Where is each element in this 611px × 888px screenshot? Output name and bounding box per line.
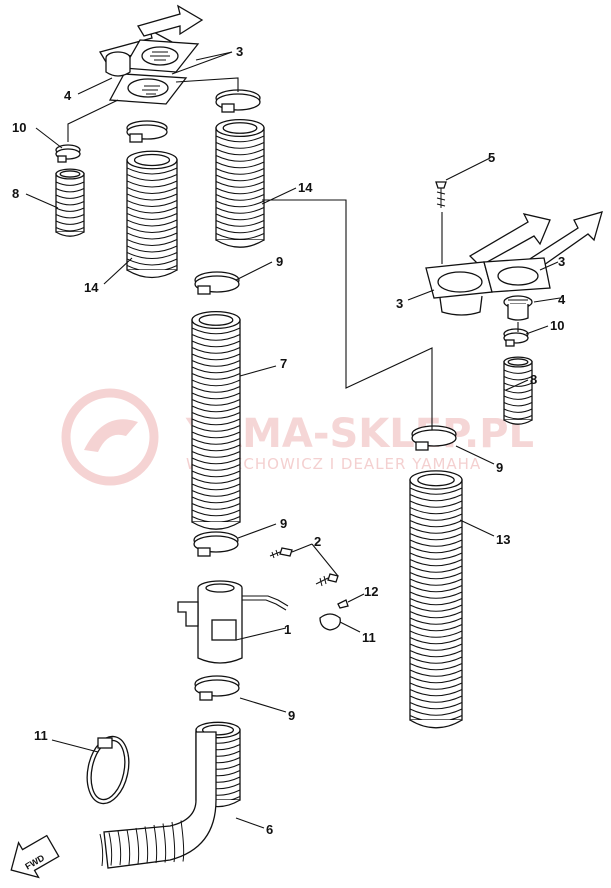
hose-14-right bbox=[215, 118, 265, 248]
callout-6: 6 bbox=[266, 822, 273, 837]
watermark-subtitle: W. WIECHOWICZ I DEALER YAMAHA bbox=[186, 455, 481, 473]
bent-hose-6 bbox=[99, 731, 217, 869]
callout-2: 2 bbox=[314, 534, 321, 549]
callout-13: 13 bbox=[496, 532, 510, 547]
loose-clamp-11 bbox=[86, 735, 130, 805]
callout-1: 1 bbox=[284, 622, 291, 637]
vent-assembly-right bbox=[425, 181, 603, 321]
callout-5: 5 bbox=[488, 150, 495, 165]
callout-9: 9 bbox=[288, 708, 295, 723]
filter-housing bbox=[177, 547, 349, 664]
callout-12: 12 bbox=[364, 584, 378, 599]
callout-9: 9 bbox=[496, 460, 503, 475]
callout-7: 7 bbox=[280, 356, 287, 371]
hose-8-right bbox=[503, 356, 533, 425]
vent-assembly-top-left bbox=[98, 4, 204, 105]
hose-clamps bbox=[55, 89, 529, 701]
watermark: YAMA-SKLEP.PL W. WIECHOWICZ I DEALER YAM… bbox=[61, 388, 534, 486]
callout-3: 3 bbox=[558, 254, 565, 269]
callout-10: 10 bbox=[550, 318, 564, 333]
callout-4: 4 bbox=[64, 88, 72, 103]
fwd-arrow: FWD bbox=[10, 834, 60, 879]
callout-4: 4 bbox=[558, 292, 566, 307]
hose-14-left bbox=[126, 150, 178, 279]
watermark-title: YAMA-SKLEP.PL bbox=[185, 411, 534, 457]
hose-8-left bbox=[55, 168, 85, 237]
callout-9: 9 bbox=[280, 516, 287, 531]
watermark-logo bbox=[61, 388, 159, 486]
callout-8: 8 bbox=[530, 372, 537, 387]
hose-7 bbox=[191, 310, 241, 530]
callout-14: 14 bbox=[298, 180, 313, 195]
hose-13 bbox=[409, 470, 463, 729]
callout-14: 14 bbox=[84, 280, 99, 295]
leader-lines bbox=[25, 51, 561, 829]
callout-8: 8 bbox=[12, 186, 19, 201]
callout-9: 9 bbox=[276, 254, 283, 269]
callout-11: 11 bbox=[34, 728, 48, 743]
callout-3: 3 bbox=[236, 44, 243, 59]
callout-11: 11 bbox=[362, 630, 376, 645]
callout-3: 3 bbox=[396, 296, 403, 311]
hoses bbox=[55, 118, 533, 808]
callout-10: 10 bbox=[12, 120, 26, 135]
callouts: 3 4 10 8 14 14 9 7 9 2 12 1 11 9 11 6 5 … bbox=[12, 44, 566, 837]
